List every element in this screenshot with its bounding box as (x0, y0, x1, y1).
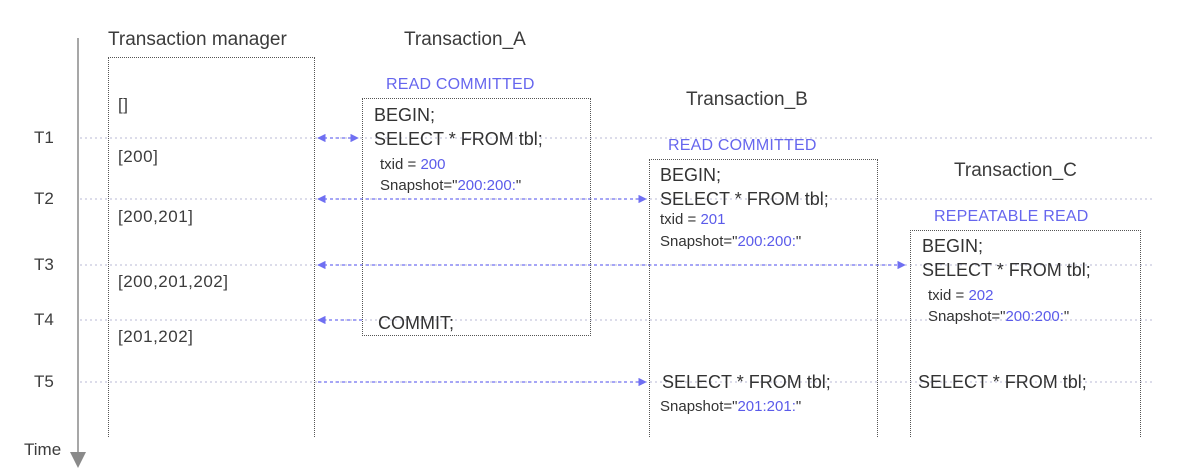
time-mark-t4: T4 (34, 310, 54, 329)
transaction-c-txid-value: 202 (968, 287, 994, 304)
transaction-a-commit: COMMIT; (378, 313, 454, 333)
transaction-c-title: Transaction_C (954, 160, 1077, 181)
transaction-c-select: SELECT * FROM tbl; (922, 260, 1091, 280)
transaction-b-isolation: READ COMMITTED (668, 137, 817, 154)
manager-state-t1: [200] (118, 147, 159, 166)
transaction-b-txid: txid = 201 (660, 211, 726, 228)
transaction-c-snapshot-value: 200:200: (1005, 308, 1064, 325)
transaction-a-snapshot-value: 200:200: (457, 177, 516, 194)
time-mark-t5: T5 (34, 372, 54, 391)
manager-state-t0: [] (118, 95, 129, 114)
manager-state-t4: [201,202] (118, 327, 194, 346)
transaction-c-txid: txid = 202 (928, 287, 994, 304)
time-mark-t2: T2 (34, 189, 54, 208)
transaction-b-snapshot: Snapshot="200:200:" (660, 233, 802, 250)
transaction-a-snapshot: Snapshot="200:200:" (380, 177, 522, 194)
transaction-a-isolation: READ COMMITTED (386, 76, 535, 93)
transaction-b-box (649, 159, 878, 437)
transaction-a-txid-value: 200 (420, 156, 446, 173)
transaction-b-select: SELECT * FROM tbl; (660, 189, 829, 209)
transaction-b-snapshot-t5: Snapshot="201:201:" (660, 398, 802, 415)
transaction-b-snapshot-t5-value: 201:201: (737, 398, 796, 415)
transaction-a-title: Transaction_A (404, 29, 526, 50)
transaction-b-title: Transaction_B (686, 89, 808, 110)
transaction-b-snapshot-value: 200:200: (737, 233, 796, 250)
time-mark-t1: T1 (34, 128, 54, 147)
transaction-c-begin: BEGIN; (922, 236, 984, 256)
time-mark-t3: T3 (34, 255, 54, 274)
transaction-c-box (910, 230, 1141, 437)
manager-state-t3: [200,201,202] (118, 272, 229, 291)
manager-title: Transaction manager (108, 29, 287, 50)
transaction-b-begin: BEGIN; (660, 165, 722, 185)
transaction-a-box (362, 98, 591, 336)
transaction-a-begin: BEGIN; (374, 105, 436, 125)
transaction-c-select-t5: SELECT * FROM tbl; (918, 372, 1087, 392)
time-axis-label: Time (24, 440, 62, 459)
transaction-a-select: SELECT * FROM tbl; (374, 129, 543, 149)
transaction-b-txid-value: 201 (700, 211, 726, 228)
transaction-a-txid: txid = 200 (380, 156, 446, 173)
manager-state-t2: [200,201] (118, 207, 194, 226)
manager-box (108, 57, 315, 437)
time-axis-arrowhead (70, 452, 86, 468)
transaction-b-select-t5: SELECT * FROM tbl; (662, 372, 831, 392)
transaction-c-snapshot: Snapshot="200:200:" (928, 308, 1070, 325)
transaction-c-isolation: REPEATABLE READ (934, 208, 1089, 225)
